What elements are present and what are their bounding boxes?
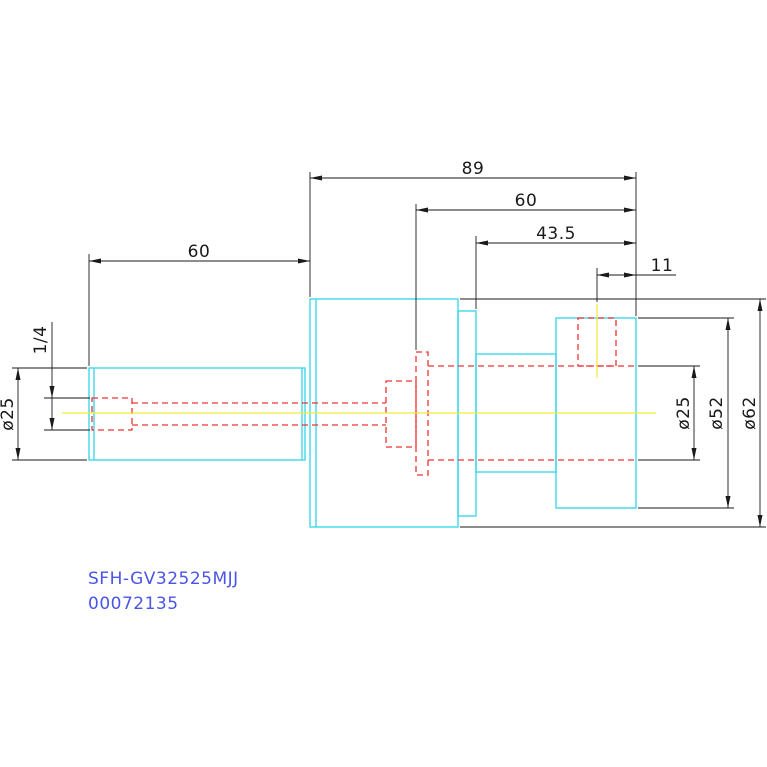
- dimension-lines: [12, 172, 766, 528]
- center-lines: [62, 304, 656, 414]
- dim-dia-52: ø52: [707, 396, 727, 430]
- bore-step: [385, 380, 417, 448]
- part-number: SFH-GV32525MJJ: [88, 569, 239, 589]
- dim-width-11: 11: [651, 256, 674, 276]
- dimension-labels: 89 60 43.5 11 60 1/4 ø25 ø25 ø52 ø62: [0, 159, 760, 431]
- dim-dia-right-25: ø25: [674, 396, 694, 430]
- hidden-lines: [91, 317, 636, 476]
- part-info: SFH-GV32525MJJ 00072135: [88, 569, 239, 614]
- thread-hole: [91, 397, 133, 431]
- dim-overall-length: 89: [462, 159, 485, 179]
- dim-dia-left: ø25: [0, 397, 18, 431]
- dim-inner-60: 60: [515, 191, 538, 211]
- dim-shaft-length: 60: [188, 242, 211, 262]
- left-shaft: [88, 367, 306, 461]
- dim-inner-43-5: 43.5: [536, 224, 576, 244]
- dim-thread: 1/4: [31, 326, 51, 355]
- part-code: 00072135: [88, 594, 179, 614]
- dim-dia-62: ø62: [740, 396, 760, 430]
